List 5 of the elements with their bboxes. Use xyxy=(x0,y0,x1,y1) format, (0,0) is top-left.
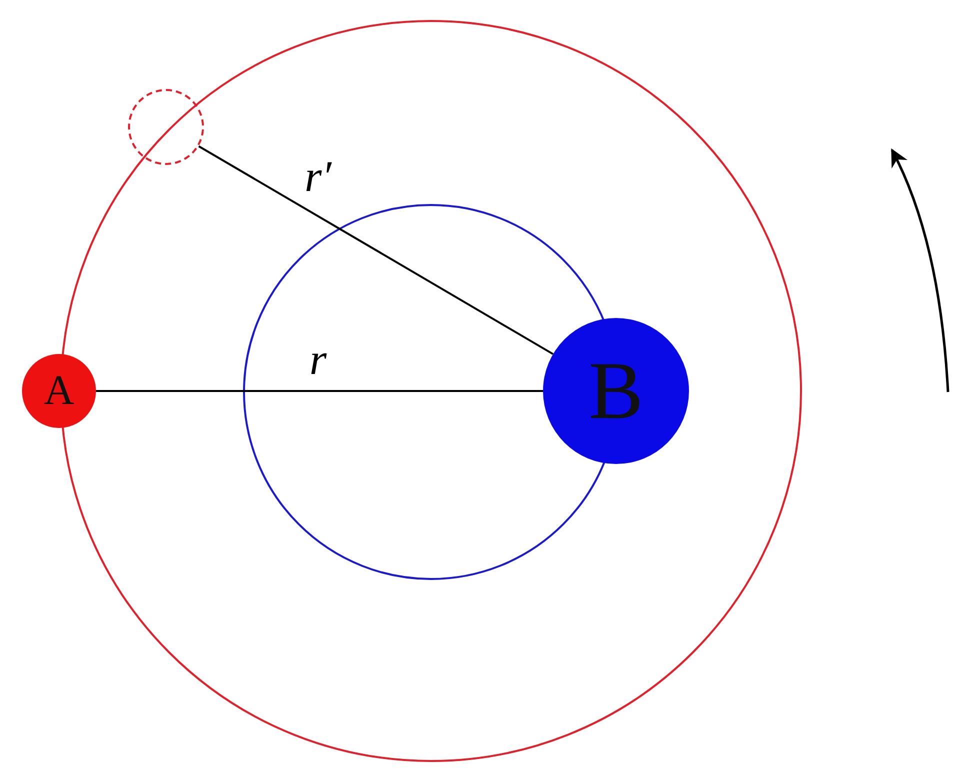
radius-line xyxy=(96,390,543,392)
radius-line xyxy=(198,145,554,355)
node-label: B xyxy=(588,350,644,432)
dashed-circle xyxy=(128,89,204,165)
node-label: A xyxy=(44,370,74,412)
